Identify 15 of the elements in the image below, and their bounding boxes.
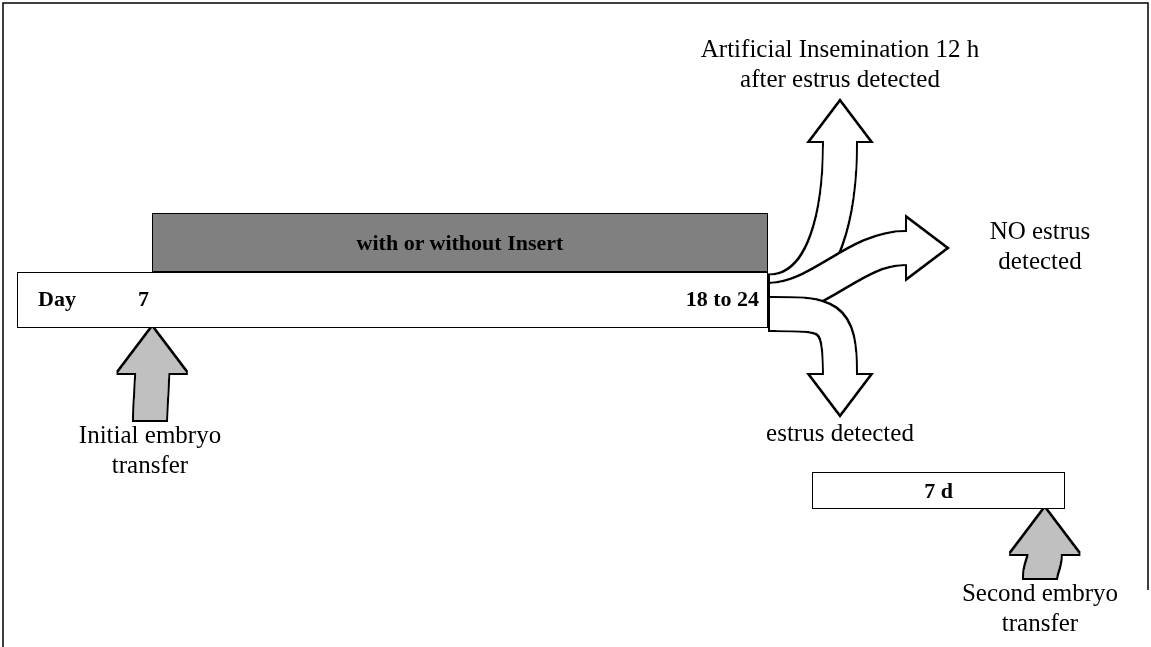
caption-text: Initial embryo transfer — [40, 420, 260, 484]
treatment-bar — [152, 213, 768, 272]
caption-text: Second embryo transfer — [930, 578, 1150, 642]
caption-text: estrus detected — [740, 418, 940, 452]
timeline-bar — [17, 272, 768, 328]
block-arrow — [118, 328, 187, 421]
caption-text: NO estrus detected — [950, 216, 1130, 280]
axis-label: Day — [38, 286, 76, 312]
day-label: 7 — [138, 286, 149, 312]
interval-label: 7 d — [924, 477, 953, 504]
day-label: 18 to 24 — [685, 286, 759, 312]
interval-box — [812, 472, 1065, 509]
block-arrow — [1010, 509, 1079, 579]
bar-label: with or without Insert — [356, 229, 564, 256]
caption-text: Artificial Insemination 12 h after estrus detected — [700, 34, 980, 98]
